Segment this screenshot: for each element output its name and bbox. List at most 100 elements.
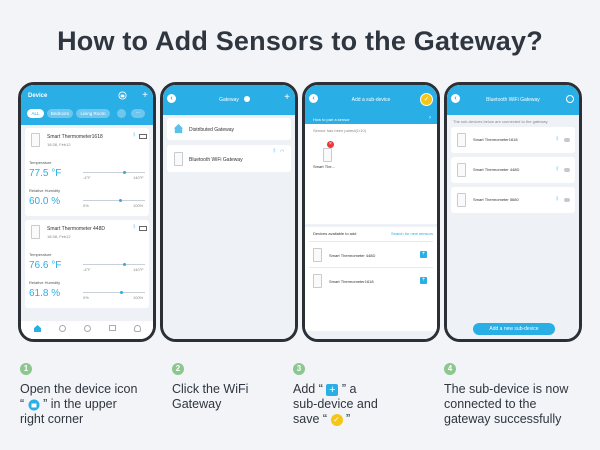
device-meta: 18:38, Feb12 xyxy=(47,142,71,147)
scene-icon[interactable] xyxy=(59,325,66,332)
home-icon[interactable] xyxy=(34,325,41,332)
temp-slider xyxy=(83,171,145,174)
available-device-name: Smart Thermometer 448D xyxy=(329,253,376,258)
gateway-item-bluetooth-wifi[interactable]: Bluetooth WiFi Gateway ᛒ ◠ xyxy=(167,145,291,172)
page-title: How to Add Sensors to the Gateway? xyxy=(57,26,543,56)
gateway-name: Bluetooth WiFi Gateway xyxy=(189,157,243,163)
device-name: Smart Thermometer 448D xyxy=(47,226,105,232)
add-device-plus-icon[interactable]: + xyxy=(420,277,427,284)
available-device-row[interactable]: Smart Thermometer 448D + xyxy=(309,245,433,265)
sub-device-name: Smart Thermometer 448D xyxy=(473,167,520,172)
divider xyxy=(309,267,433,268)
step-3-badge: 3 xyxy=(293,363,305,375)
available-device-row[interactable]: Smart Thermometer1618 + xyxy=(309,271,433,291)
phone-device-list: Device + ALL Bedroom Living Room ··· Sma… xyxy=(18,82,156,342)
header-title: Add a sub-device xyxy=(351,97,391,103)
help-icon[interactable] xyxy=(244,96,250,102)
humidity-value: 61.8 % xyxy=(29,288,61,299)
gateway-name: Distributed Gateway xyxy=(189,127,235,133)
step-line-rest: ” in the upper xyxy=(43,397,117,411)
step-2-badge: 2 xyxy=(172,363,184,375)
thermometer-icon xyxy=(31,225,40,239)
search-new-sensors-link[interactable]: Search for new sensors xyxy=(390,231,433,236)
add-sub-device-header: ‹ Add a sub-device ✓ xyxy=(305,85,437,115)
pair-banner-text: How to pair a sensor xyxy=(313,117,350,122)
profile-icon[interactable] xyxy=(134,325,141,332)
temp-min: -4°F xyxy=(83,267,91,272)
plus-icon[interactable]: + xyxy=(284,92,290,103)
phone-gateway: ‹ Gateway + Distributed Gateway Bluetoot… xyxy=(160,82,298,342)
header-title: Device xyxy=(28,93,48,99)
tab-living-room[interactable]: Living Room xyxy=(76,109,110,118)
thermometer-icon xyxy=(457,133,466,147)
thermometer-icon xyxy=(31,133,40,147)
sub-device-name: Smart Thermometer 5680 xyxy=(473,197,519,202)
toggle-icon[interactable] xyxy=(564,198,570,202)
device-card[interactable]: Smart Thermometer1618 18:38, Feb12 ᛒ Tem… xyxy=(25,128,149,216)
gateway-item-distributed[interactable]: Distributed Gateway xyxy=(167,118,291,140)
toggle-icon[interactable] xyxy=(564,138,570,142)
step-line: Open the device icon xyxy=(20,382,138,396)
bluetooth-icon: ᛒ xyxy=(556,196,560,202)
gateway-device-icon xyxy=(174,152,183,166)
add-new-sub-device-button[interactable]: Add a new sub-device xyxy=(473,323,555,335)
bluetooth-icon: ᛒ xyxy=(133,132,137,138)
thermometer-icon xyxy=(323,148,332,162)
step-line: save “ ✓ ” xyxy=(293,412,351,426)
tab-bedroom[interactable]: Bedroom xyxy=(47,109,73,118)
add-device-plus-icon[interactable]: + xyxy=(420,251,427,258)
sub-device-row[interactable]: Smart Thermometer 5680 ᛒ xyxy=(451,187,575,213)
battery-icon xyxy=(139,134,147,139)
confirm-check-icon[interactable]: ✓ xyxy=(420,93,433,106)
back-icon[interactable]: ‹ xyxy=(451,94,460,103)
temp-max: 140°F xyxy=(133,175,144,180)
remove-icon[interactable]: × xyxy=(327,141,334,148)
bluetooth-icon: ᛒ xyxy=(133,224,137,230)
sub-device-row[interactable]: Smart Thermometer1618 ᛒ xyxy=(451,127,575,153)
step-4-badge: 4 xyxy=(444,363,456,375)
phone-add-sub-device: ‹ Add a sub-device ✓ How to pair a senso… xyxy=(302,82,440,342)
step-line: The sub-device is now xyxy=(444,382,569,396)
sub-device-name: Smart Thermometer1618 xyxy=(473,137,518,142)
back-icon[interactable]: ‹ xyxy=(167,94,176,103)
step-line: connected to the xyxy=(444,397,537,411)
toggle-icon[interactable] xyxy=(564,168,570,172)
gateway-detail-header: ‹ Bluetooth WiFi Gateway xyxy=(447,85,579,115)
explore-icon[interactable] xyxy=(84,325,91,332)
settings-icon[interactable] xyxy=(566,95,574,103)
plus-icon[interactable]: + xyxy=(142,90,148,101)
more-icon[interactable]: ··· xyxy=(131,109,145,118)
thermometer-icon xyxy=(457,193,466,207)
available-label: Devices available to add xyxy=(313,231,357,236)
thermometer-icon xyxy=(457,163,466,177)
confirm-check-icon: ✓ xyxy=(330,413,343,426)
back-icon[interactable]: ‹ xyxy=(309,94,318,103)
bluetooth-icon: ᛒ xyxy=(556,166,560,172)
shop-icon[interactable] xyxy=(109,325,116,331)
device-card[interactable]: Smart Thermometer 448D 18:38, Feb12 ᛒ Te… xyxy=(25,220,149,308)
step-1-badge: 1 xyxy=(20,363,32,375)
pair-banner[interactable]: How to pair a sensor › xyxy=(305,115,437,124)
step-line: gateway successfully xyxy=(444,412,562,426)
temp-min: -4°F xyxy=(83,175,91,180)
battery-icon xyxy=(139,226,147,231)
tab-all[interactable]: ALL xyxy=(27,109,44,118)
step-3-text: Add “ + ” a sub-device and save “ ✓ ” xyxy=(293,382,423,427)
temp-max: 140°F xyxy=(133,267,144,272)
humidity-min: 0% xyxy=(83,203,89,208)
device-name: Smart Thermometer1618 xyxy=(47,134,103,140)
sub-device-note: The sub-devices below are connected to t… xyxy=(453,119,549,124)
humidity-min: 0% xyxy=(83,295,89,300)
humidity-max: 100% xyxy=(133,203,144,208)
bluetooth-icon: ᛒ xyxy=(273,148,277,154)
add-device-icon[interactable] xyxy=(118,91,127,100)
search-icon[interactable] xyxy=(117,109,126,118)
temp-slider xyxy=(83,263,145,266)
temp-value: 77.5 °F xyxy=(29,168,62,179)
divider xyxy=(309,241,433,242)
humidity-value: 60.0 % xyxy=(29,196,61,207)
wifi-icon: ◠ xyxy=(280,149,285,155)
step-line-prefix: “ xyxy=(20,397,25,412)
add-device-icon xyxy=(28,399,40,411)
sub-device-row[interactable]: Smart Thermometer 448D ᛒ xyxy=(451,157,575,183)
